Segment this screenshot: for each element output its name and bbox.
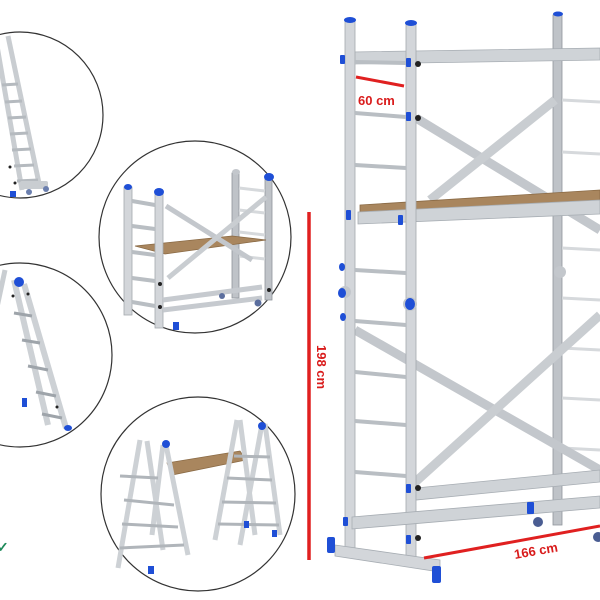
- config-trestle-platform: [100, 396, 296, 592]
- corner-check-icon: ✓: [0, 539, 9, 555]
- config-scaffold-small: [98, 140, 292, 334]
- dimension-width: 60 cm: [355, 75, 405, 108]
- dimension-length: 166 cm: [423, 524, 600, 562]
- config-a-frame-ladder: [0, 262, 113, 448]
- main-scaffold-tower: [327, 11, 600, 583]
- config-extension-ladder: [0, 31, 104, 199]
- height-label: 198 cm: [314, 345, 329, 389]
- width-label: 60 cm: [358, 93, 395, 108]
- dimension-height: 198 cm: [307, 212, 329, 560]
- length-label: 166 cm: [513, 540, 559, 562]
